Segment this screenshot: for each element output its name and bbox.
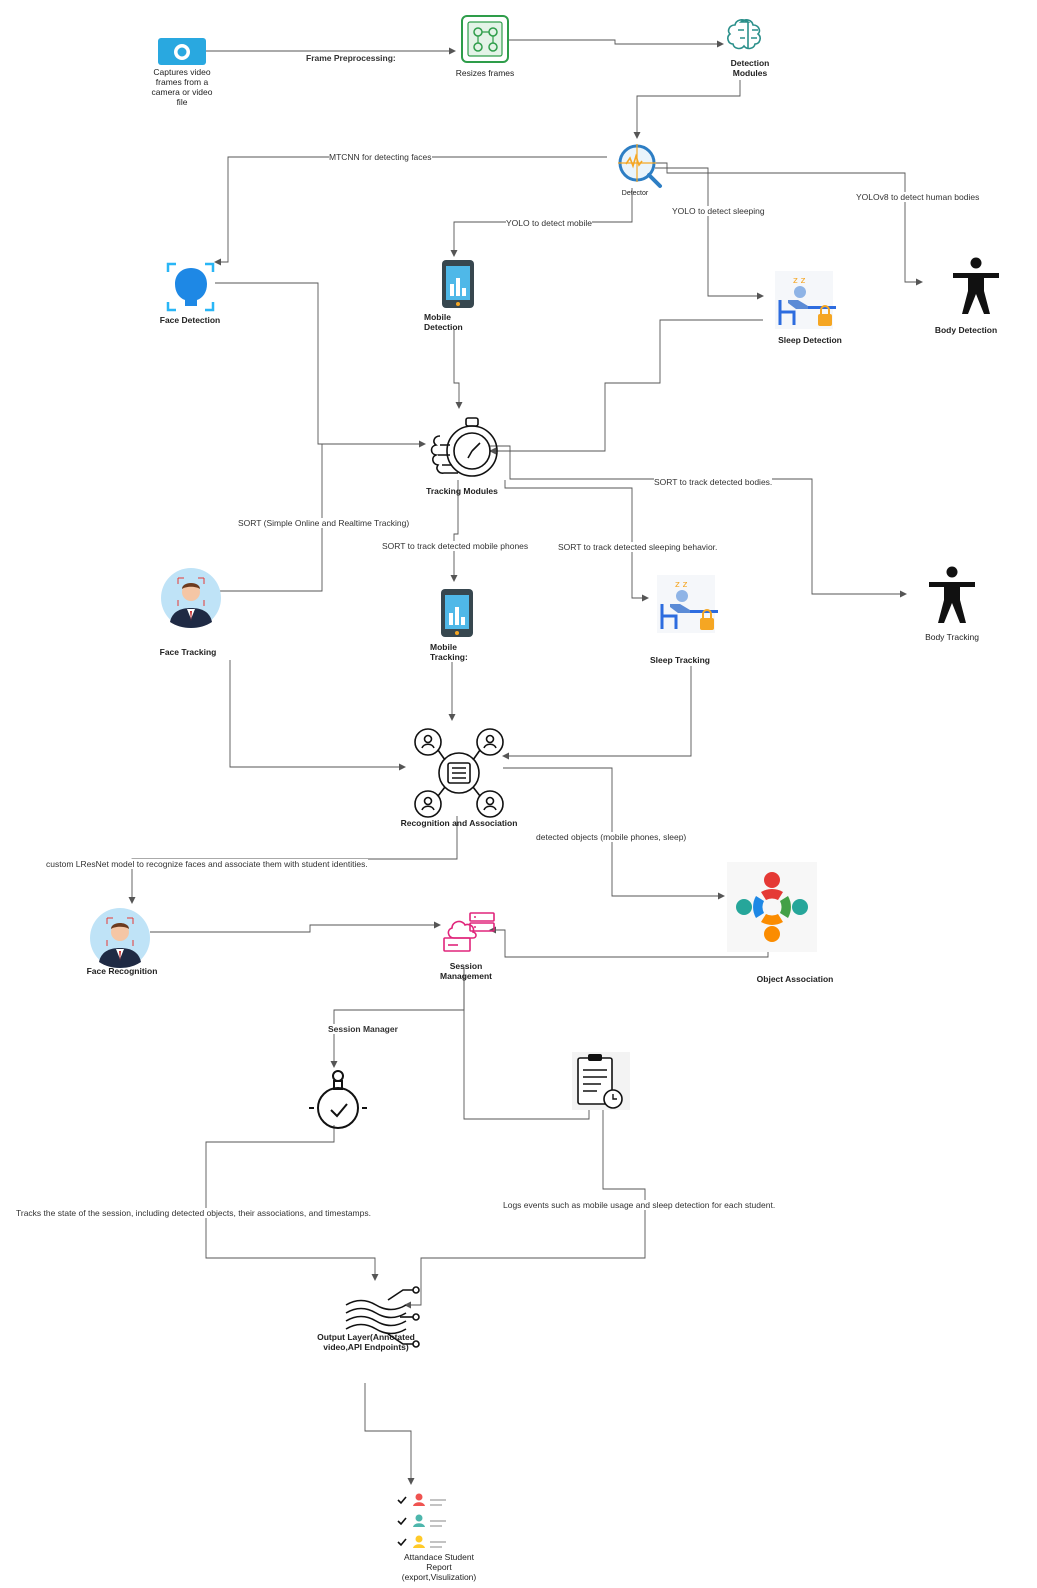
stopwatch-icon: [430, 417, 498, 477]
edge-label-sort-bodies: SORT to track detected bodies.: [654, 477, 773, 487]
edge-sleeptrack-recog: [502, 666, 692, 760]
detector-label: Detector: [621, 190, 649, 197]
edge-output-report: [364, 1383, 415, 1485]
timer-bulb-icon: [309, 1070, 367, 1129]
person-avatar-icon: [161, 568, 221, 628]
edge-logs-output: [404, 1101, 646, 1309]
edge-detection-detector: [633, 80, 741, 139]
camera-icon: [158, 38, 206, 65]
smartphone-icon: [441, 589, 473, 637]
edge-label-session-manager: Session Manager: [328, 1024, 398, 1034]
object-association-label: Object Association: [756, 974, 834, 984]
edge-session-logs: [463, 968, 593, 1120]
edge-label-yolo-sleep: YOLO to detect sleeping: [672, 206, 765, 216]
edge-label-sort-full: SORT (Simple Online and Realtime Trackin…: [238, 518, 410, 528]
connectors: [128, 39, 923, 1485]
edge-label-detected-objects: detected objects (mobile phones, sleep): [536, 832, 687, 842]
resize-label: Resizes frames: [455, 68, 515, 78]
edge-label-frame-preprocessing: Frame Preprocessing:: [306, 53, 396, 63]
edge-label-tracks-state: Tracks the state of the session, includi…: [16, 1208, 371, 1218]
edge-facetrack-recog: [229, 660, 406, 771]
edge-session-manager: [330, 968, 465, 1068]
mobile-tracking-label: Mobile Tracking:: [430, 642, 468, 662]
edge-label-yolo-mobile: YOLO to detect mobile: [506, 218, 592, 228]
network-people-icon: [414, 728, 504, 818]
people-circle-icon: [727, 862, 817, 952]
data-flow-icon: [345, 1286, 420, 1348]
edge-label-sort-sleep: SORT to track detected sleeping behavior…: [558, 542, 718, 552]
session-management-label: Session Management: [440, 961, 492, 981]
output-layer-label: Output Layer(Annotated video,API Endpoin…: [317, 1332, 415, 1352]
face-detection-label: Face Detection: [159, 315, 221, 325]
edge-tracking-bodytrack: [490, 445, 907, 598]
face-tracking-label: Face Tracking: [159, 647, 217, 657]
body-tracking-label: Body Tracking: [925, 632, 979, 642]
human-body-icon: [929, 566, 975, 623]
edge-detector-body: [655, 162, 923, 286]
report-label: Attandace Student Report (export,Visuliz…: [401, 1552, 477, 1582]
brain-icon: [727, 19, 761, 50]
face-recognition-label: Face Recognition: [86, 966, 158, 976]
smartphone-icon: [442, 260, 474, 308]
cloud-servers-icon: [443, 912, 495, 952]
svg-text:z z: z z: [675, 580, 688, 590]
face-scan-icon: [166, 262, 215, 312]
edge-label-yolov8-bodies: YOLOv8 to detect human bodies: [856, 192, 980, 202]
mobile-detection-label: Mobile Detection: [424, 312, 463, 332]
edge-label-lresnet: custom LResNet model to recognize faces …: [46, 859, 368, 869]
body-detection-label: Body Detection: [934, 325, 998, 335]
sleeping-person-icon: z z: [657, 575, 718, 633]
sleep-tracking-label: Sleep Tracking: [650, 655, 710, 665]
magnifier-icon: [618, 144, 662, 188]
edge-tracking-facetrack: [220, 443, 425, 592]
edge-objassoc-session: [489, 926, 769, 958]
edge-label-sort-mobile: SORT to track detected mobile phones: [382, 541, 529, 551]
edge-label-logs-events: Logs events such as mobile usage and sle…: [503, 1200, 776, 1210]
edge-detector-face: [214, 156, 607, 266]
detection-modules-label: Detection Modules: [730, 58, 770, 78]
svg-text:z z: z z: [793, 276, 806, 286]
checklist-icon: [397, 1493, 446, 1548]
clipboard-clock-icon: [572, 1052, 630, 1110]
edge-manager-output: [205, 1125, 379, 1281]
resize-chip-icon: [461, 15, 509, 63]
recognition-label: Recognition and Association: [400, 818, 518, 828]
edge-facerecog-session: [150, 921, 441, 933]
edge-mobile-tracking: [453, 330, 463, 409]
edge-resize-detection: [505, 39, 724, 48]
sleeping-person-icon: z z: [775, 271, 836, 329]
person-avatar-icon: [90, 908, 150, 968]
edge-tracking-mobiletrack: [450, 480, 459, 582]
sleep-detection-label: Sleep Detection: [778, 335, 842, 345]
tracking-modules-label: Tracking Modules: [426, 486, 498, 496]
camera-label: Captures video frames from a camera or v…: [151, 67, 213, 107]
edge-face-tracking: [215, 282, 426, 448]
human-body-icon: [953, 257, 999, 314]
edge-sleep-tracking: [489, 319, 763, 455]
edge-label-mtcnn: MTCNN for detecting faces: [329, 152, 432, 162]
edge-tracking-sleeptrack: [504, 480, 649, 602]
edge-detector-sleep: [655, 167, 764, 300]
